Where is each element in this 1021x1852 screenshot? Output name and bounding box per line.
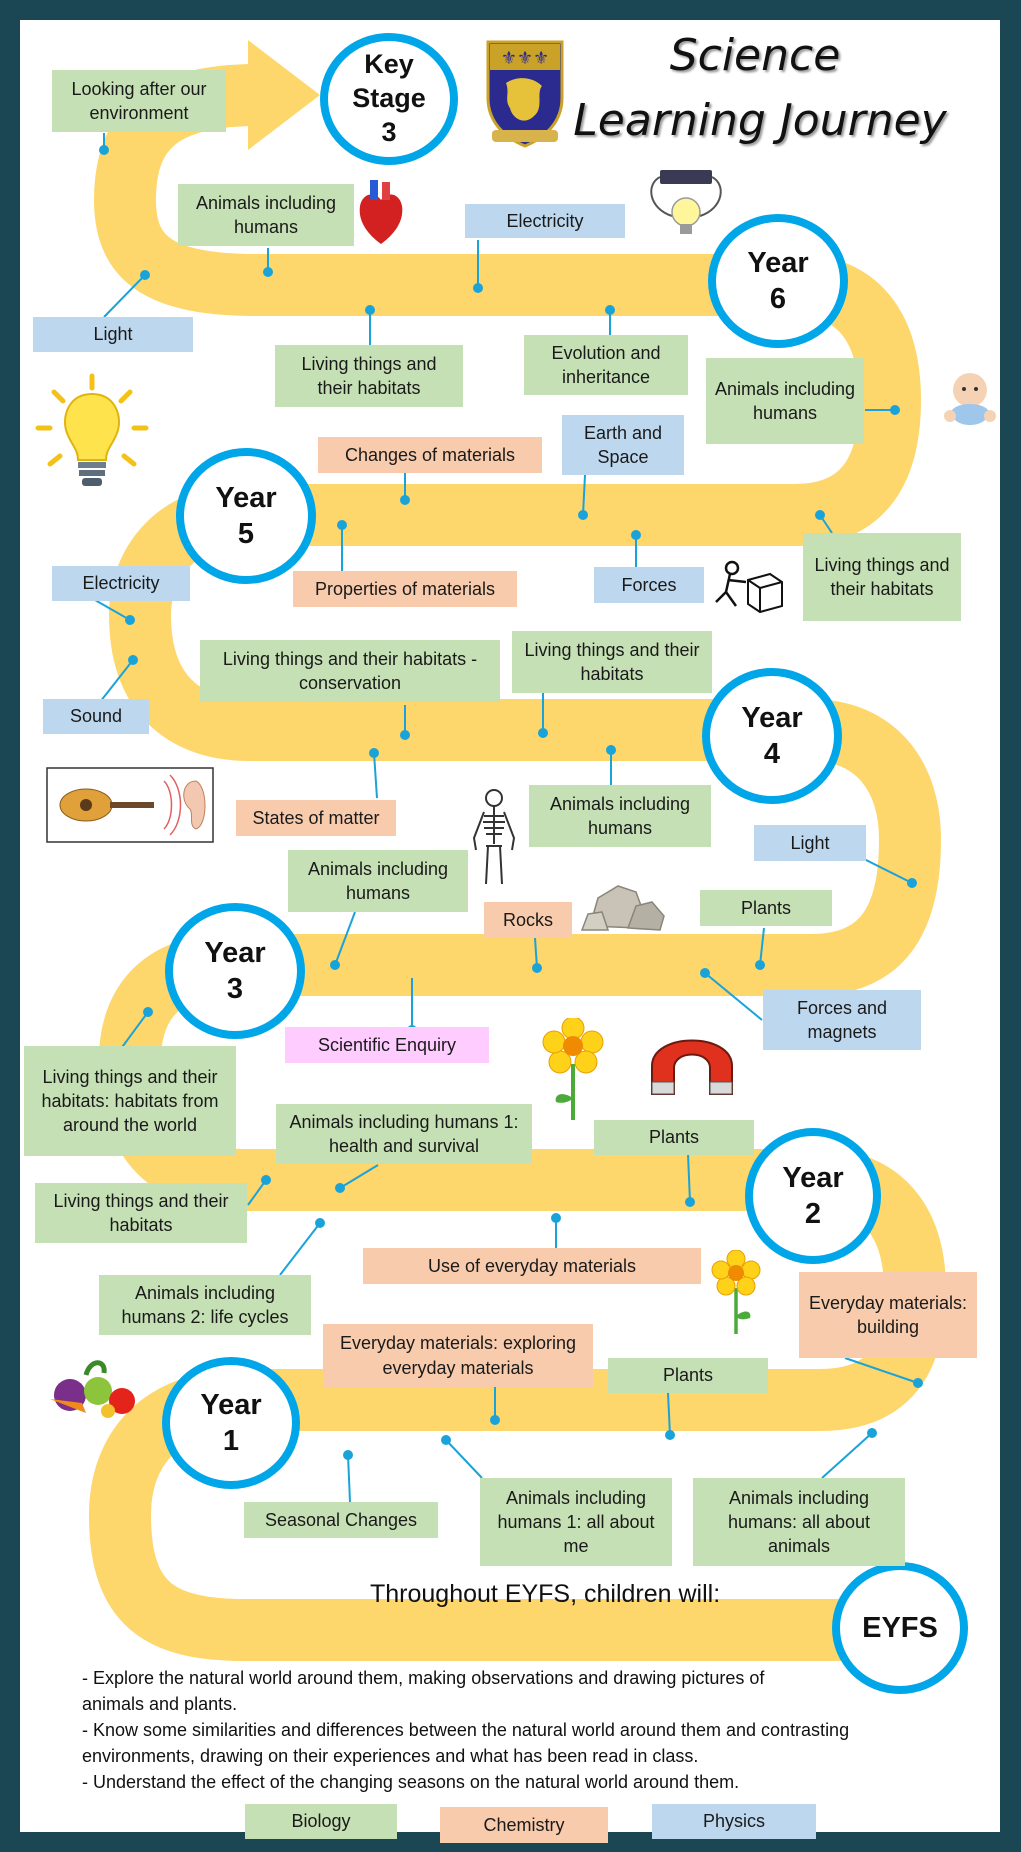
skeleton-icon bbox=[472, 789, 516, 885]
eyfs-heading: Throughout EYFS, children will: bbox=[370, 1580, 721, 1608]
y4-electricity-topic: Electricity bbox=[52, 566, 190, 601]
scientific-enquiry-topic: Scientific Enquiry bbox=[285, 1027, 489, 1063]
year-6-word: Year bbox=[747, 246, 809, 279]
legend-physics: Physics bbox=[652, 1804, 816, 1839]
title-line-1: Science bbox=[669, 30, 841, 81]
y2-plants-topic: Plants bbox=[594, 1120, 754, 1155]
year-3-number: 3 bbox=[226, 973, 244, 1005]
year-4-number: 4 bbox=[763, 738, 781, 770]
svg-text:⚜⚜⚜: ⚜⚜⚜ bbox=[501, 48, 549, 69]
year-1-circle: Year 1 bbox=[162, 1357, 300, 1489]
y5-earth-space-topic: Earth and Space bbox=[562, 415, 684, 475]
rocks-icon bbox=[580, 885, 665, 931]
flower-icon bbox=[542, 1018, 604, 1120]
y1-animals-all-about-me-topic: Animals including humans 1: all about me bbox=[480, 1478, 672, 1566]
year-6-number: 6 bbox=[769, 283, 787, 315]
y6-living-things-topic: Living things and their habitats bbox=[275, 345, 463, 407]
legend-biology: Biology bbox=[245, 1804, 397, 1839]
heart-icon bbox=[359, 180, 403, 244]
y5-living-things-topic: Living things and their habitats bbox=[803, 533, 961, 621]
year-2-number: 2 bbox=[804, 1198, 822, 1230]
ks3-line-1: Key bbox=[364, 49, 414, 80]
year-5-circle: Year 5 bbox=[176, 448, 316, 584]
push-box-icon bbox=[715, 560, 783, 614]
y6-evolution-topic: Evolution and inheritance bbox=[524, 335, 688, 395]
y3-forces-magnets-topic: Forces and magnets bbox=[763, 990, 921, 1050]
y6-light-topic: Light bbox=[33, 317, 193, 352]
y2-habitats-world-topic: Living things and their habitats: habita… bbox=[24, 1046, 236, 1156]
y3-light-topic: Light bbox=[754, 825, 866, 861]
title-line-2: Learning Journey bbox=[573, 95, 947, 146]
y5-changes-topic: Changes of materials bbox=[318, 437, 542, 473]
legend-chemistry: Chemistry bbox=[440, 1807, 608, 1843]
eyfs-point-2: - Know some similarities and differences… bbox=[82, 1720, 850, 1766]
y2-animals-health-topic: Animals including humans 1: health and s… bbox=[276, 1104, 532, 1164]
y1-animals-all-about-animals-topic: Animals including humans: all about anim… bbox=[693, 1478, 905, 1566]
year-1-word: Year bbox=[200, 1388, 262, 1421]
y4-animals-topic: Animals including humans bbox=[529, 785, 711, 847]
key-stage-3-circle: Key Stage 3 bbox=[320, 33, 458, 165]
year-6-circle: Year 6 bbox=[708, 214, 848, 348]
y1-everyday-exploring-topic: Everyday materials: exploring everyday m… bbox=[323, 1324, 593, 1387]
y4-living-things-topic: Living things and their habitats bbox=[512, 631, 712, 693]
y4-sound-topic: Sound bbox=[43, 699, 149, 734]
year-3-word: Year bbox=[204, 936, 266, 969]
y3-rocks-topic: Rocks bbox=[484, 902, 572, 938]
year-5-number: 5 bbox=[237, 518, 255, 550]
year-3-circle: Year 3 bbox=[165, 903, 305, 1039]
eyfs-label: EYFS bbox=[862, 1611, 938, 1644]
flower-icon bbox=[711, 1250, 761, 1334]
vegetables-icon bbox=[50, 1360, 135, 1418]
y1-seasonal-changes-topic: Seasonal Changes bbox=[244, 1502, 438, 1538]
y2-animals-life-cycles-topic: Animals including humans 2: life cycles bbox=[99, 1275, 311, 1335]
magnet-icon bbox=[651, 1039, 733, 1095]
y2-everyday-building-topic: Everyday materials: building bbox=[799, 1272, 977, 1358]
y1-plants-topic: Plants bbox=[608, 1358, 768, 1393]
eyfs-points: - Explore the natural world around them,… bbox=[82, 1665, 962, 1795]
year-2-circle: Year 2 bbox=[745, 1128, 881, 1264]
y5-properties-topic: Properties of materials bbox=[293, 571, 517, 607]
year-2-word: Year bbox=[782, 1161, 844, 1194]
y6-animals-top-topic: Animals including humans bbox=[178, 184, 354, 246]
baby-icon bbox=[944, 373, 996, 425]
y6-electricity-topic: Electricity bbox=[465, 204, 625, 238]
y4-states-of-matter-topic: States of matter bbox=[236, 800, 396, 836]
year-1-number: 1 bbox=[222, 1425, 240, 1457]
year-4-circle: Year 4 bbox=[702, 668, 842, 804]
y5-forces-topic: Forces bbox=[594, 567, 704, 603]
year-4-word: Year bbox=[741, 701, 803, 734]
y3-animals-topic: Animals including humans bbox=[288, 850, 468, 912]
ks3-line-2: Stage bbox=[352, 83, 426, 114]
y4-living-conservation-topic: Living things and their habitats - conse… bbox=[200, 640, 500, 702]
year-5-word: Year bbox=[215, 481, 277, 514]
eyfs-circle: EYFS bbox=[832, 1562, 968, 1694]
guitar-ear-icon bbox=[46, 767, 214, 843]
y2-living-things-topic: Living things and their habitats bbox=[35, 1183, 247, 1243]
eyfs-point-1: - Explore the natural world around them,… bbox=[82, 1668, 765, 1714]
y3-plants-topic: Plants bbox=[700, 890, 832, 926]
lightbulb-icon bbox=[35, 373, 149, 486]
eyfs-point-3: - Understand the effect of the changing … bbox=[82, 1772, 740, 1792]
crest-icon: ⚜⚜⚜ bbox=[486, 40, 564, 148]
circuit-icon bbox=[650, 170, 722, 234]
y6-animals-right-topic: Animals including humans bbox=[706, 358, 864, 444]
ks3-environment-topic: Looking after our environment bbox=[52, 70, 226, 132]
y2-use-materials-topic: Use of everyday materials bbox=[363, 1248, 701, 1284]
ks3-line-3: 3 bbox=[381, 116, 397, 147]
